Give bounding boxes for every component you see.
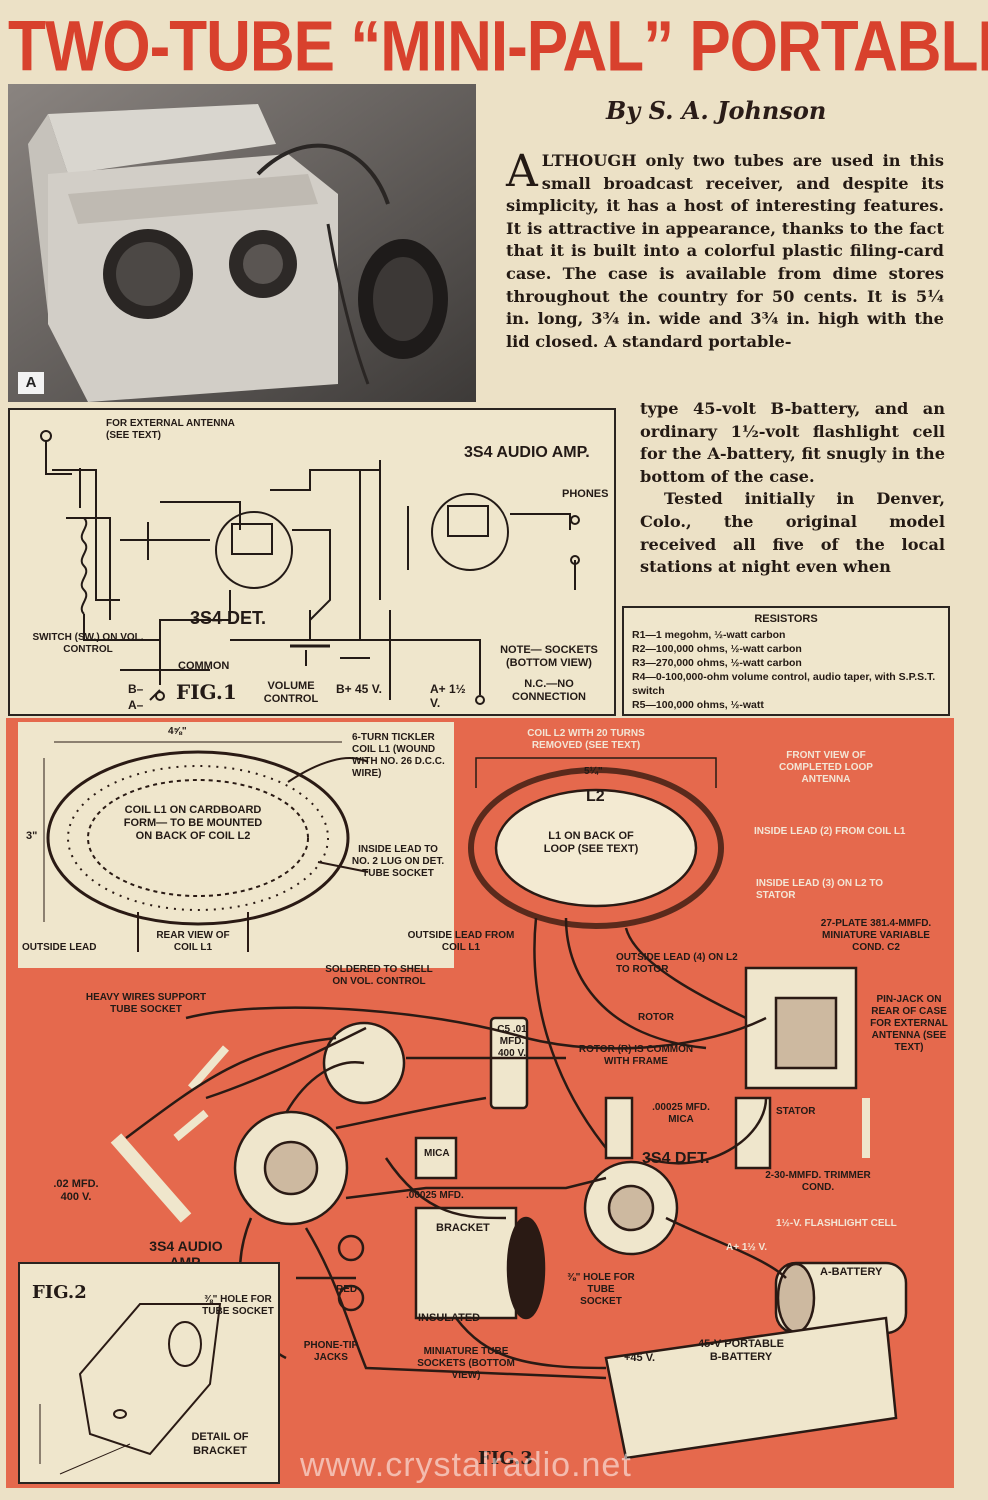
article-paragraph-2: Tested initially in Denver, Colo., the o… [640,489,945,577]
fig3-det: 3S4 DET. [642,1150,710,1167]
fig3-rotor: ROTOR [638,1012,674,1023]
resistor-row: R2—100,000 ohms, ½-watt carbon [632,643,802,655]
fig1-b-plus: B+ 45 V. [336,682,382,696]
article-body-2: type 45-volt B-battery, and an ordinary … [640,398,945,579]
fig3-stator: STATOR [776,1106,816,1117]
fig3-mini-sockets: MINIATURE TUBE SOCKETS (BOTTOM VIEW) [417,1346,515,1381]
fig3-inside-lead2: INSIDE LEAD (2) FROM COIL L1 [754,826,906,837]
fig1-det: 3S4 DET. [190,608,267,628]
coil-center-label: COIL L1 ON CARDBOARD FORM— TO BE MOUNTED… [123,804,263,842]
fig3-coil-l2: COIL L2 WITH 20 TURNS REMOVED (SEE TEXT) [527,728,645,751]
fig3-c3: .00025 MFD. MICA [652,1102,710,1125]
fig2-label: FIG.2 [32,1282,87,1303]
resistors-heading: RESISTORS [754,613,818,625]
fig1-volume: VOLUME CONTROL [263,680,319,705]
article-paragraph-1-cont: type 45-volt B-battery, and an ordinary … [640,399,945,486]
coil-diagram [43,741,369,952]
fig3-outside-lead4: OUTSIDE LEAD (4) ON L2 TO ROTOR [616,952,738,975]
fig3-mfd: .00025 MFD. [406,1190,464,1201]
resistors-table: RESISTORS R1—1 megohm, ½-watt carbon R2—… [622,606,950,716]
fig3-cond: 27-PLATE 381.4-MMFD. MINIATURE VARIABLE … [820,918,932,953]
fig1-audio-amp: 3S4 AUDIO AMP. [464,444,590,461]
fig3-insulated: INSULATED [418,1312,481,1324]
fig3-label: FIG.3 [478,1448,533,1469]
watermark: www.crystalradio.net [300,1446,632,1484]
fig3-bracket: BRACKET [436,1222,490,1234]
coil-tickler: 6-TURN TICKLER COIL L1 (WOUND WITH NO. 2… [352,732,445,779]
fig3-a-plus: A+ 1½ V. [726,1242,768,1253]
fig2-detail: DETAIL OF BRACKET [191,1431,249,1457]
fig3-flash: 1½-V. FLASHLIGHT CELL [776,1218,897,1229]
coil-outside-lead: OUTSIDE LEAD [22,942,97,953]
fig3-l2: L2 [586,788,605,805]
fig3-inside-lead3: INSIDE LEAD (3) ON L2 TO STATOR [756,878,884,901]
coil-rear-view: REAR VIEW OF COIL L1 [156,930,230,953]
fig1-nc: N.C.—NO CONNECTION [512,678,586,703]
fig1-a-minus: A– [128,698,144,712]
fig1-common: COMMON [178,660,230,672]
page-title: TWO-TUBE “MINI-PAL” PORTABLE [8,7,988,87]
fig3-outside-lead1: OUTSIDE LEAD FROM COIL L1 [407,930,515,953]
fig3-pin-jack: PIN-JACK ON REAR OF CASE FOR EXTERNAL AN… [870,994,948,1053]
fig3-red: RED [336,1284,358,1295]
photo-a: A [8,84,476,402]
fig2-hole: ⅜" HOLE FOR TUBE SOCKET [202,1294,274,1317]
fig3-c5: C5 .01 MFD. 400 V. [497,1024,527,1059]
resistor-row: R1—1 megohm, ½-watt carbon [632,629,786,641]
resistor-row: R5—100,000 ohms, ½-watt [632,699,764,711]
resistor-row: R4—0-100,000-ohm volume control, audio t… [632,671,936,697]
fig1-phones: PHONES [562,488,609,500]
fig3-dim: 5¼" [584,766,603,777]
fig3-phone-tip: PHONE-TIP JACKS [303,1340,359,1363]
wiring-diagram [110,757,908,1460]
fig3-b-batt: 45-V PORTABLE B-BATTERY [698,1338,784,1363]
fig3-rotor-common: ROTOR (R) IS COMMON WITH FRAME [578,1044,694,1067]
coil-dim-h: 3" [26,830,38,842]
fig3-trimmer: 2-30-MMFD. TRIMMER COND. [765,1170,871,1193]
fig1-a-plus: A+ 1½ V. [430,682,466,710]
fig1-b-minus: B– [128,682,144,696]
bracket-detail-fig2: FIG.2 ⅜" HOLE FOR TUBE SOCKET DETAIL OF … [18,1262,280,1484]
fig3-c6: .02 MFD. 400 V. [53,1178,99,1203]
byline: By S. A. Johnson [606,96,827,125]
schematic-diagram [40,430,580,705]
bracket-diagram [39,1303,222,1475]
photo-label: A [18,372,44,394]
fig3-front-view: FRONT VIEW OF COMPLETED LOOP ANTENNA [779,750,873,785]
fig3-plus45: +45 V. [624,1352,656,1364]
schematic-fig1: FOR EXTERNAL ANTENNA (SEE TEXT) 3S4 AUDI… [8,408,616,716]
fig1-label: FIG.1 [176,680,237,704]
fig1-ext-antenna: FOR EXTERNAL ANTENNA (SEE TEXT) [106,418,235,441]
drop-cap: A [506,146,538,197]
fig1-switch: SWITCH (SW.) ON VOL. CONTROL [32,632,144,655]
resistor-row: R3—270,000 ohms, ½-watt carbon [632,657,802,669]
fig3-loop-center: L1 ON BACK OF LOOP (SEE TEXT) [543,830,639,855]
fig1-note: NOTE— SOCKETS (BOTTOM VIEW) [500,644,598,669]
article-paragraph-1: LTHOUGH only two tubes are used in this … [506,151,944,351]
coil-dim-w: 4⅝" [168,726,187,737]
filing-case-photo-image [8,84,476,402]
coil-l1-detail: 4⅝" 3" 6-TURN TICKLER COIL L1 (WOUND WIT… [18,722,454,968]
fig3-soldered: SOLDERED TO SHELL ON VOL. CONTROL [325,964,433,987]
coil-inside-lead: INSIDE LEAD TO NO. 2 LUG ON DET. TUBE SO… [351,844,445,879]
fig3-heavy: HEAVY WIRES SUPPORT TUBE SOCKET [85,992,207,1015]
fig3-a-batt: A-BATTERY [820,1266,883,1278]
fig3-mica: MICA [424,1148,450,1159]
fig3-hole: ⅜" HOLE FOR TUBE SOCKET [567,1272,635,1307]
